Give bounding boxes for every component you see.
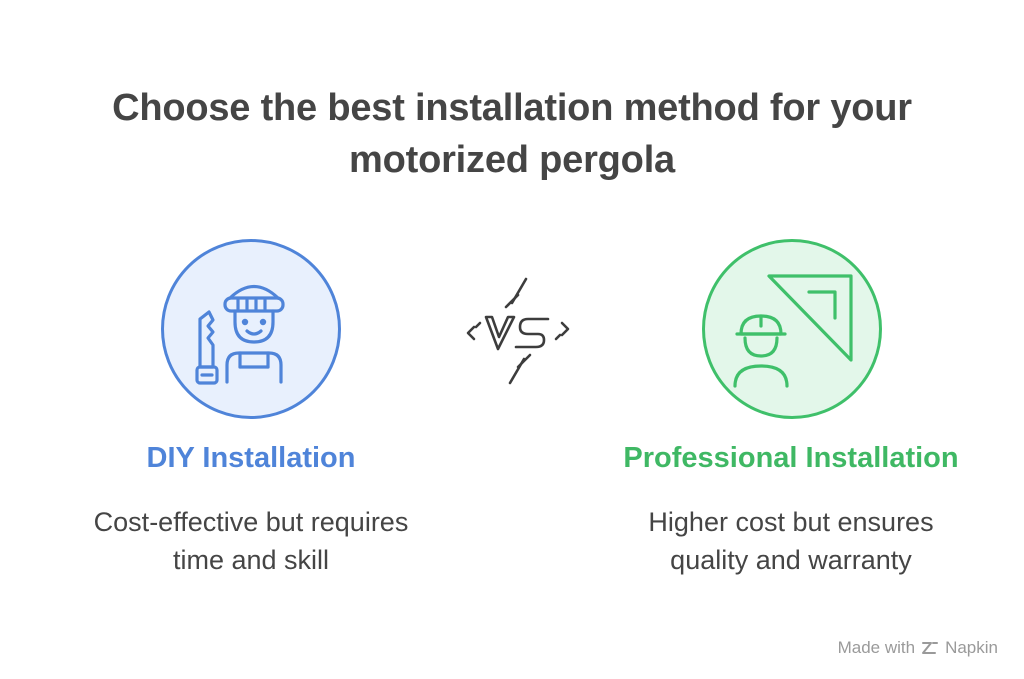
napkin-logo-icon [922,642,939,654]
title-line-1: Choose the best installation method for … [112,87,912,129]
made-with-napkin-footer[interactable]: Made with Napkin [838,638,998,658]
professional-description-line-2: quality and warranty [670,545,912,575]
professional-installation-label: Professional Installation [623,442,959,474]
professional-installation-description: Higher cost but ensures quality and warr… [570,503,1012,579]
page-title: Choose the best installation method for … [0,82,1024,186]
diy-description-line-1: Cost-effective but requires [93,507,409,537]
diy-installation-label: DIY Installation [146,442,356,474]
made-with-text: Made with [837,638,916,657]
professional-description-line-1: Higher cost but ensures [648,507,934,537]
napkin-brand-text: Napkin [945,638,998,657]
title-line-2: motorized pergola [349,139,675,181]
diy-icon-circle [161,239,341,419]
diy-installation-description: Cost-effective but requires time and ski… [30,503,472,579]
professional-icon-circle [702,239,882,419]
professional-engineer-icon [733,274,853,388]
diy-description-line-2: time and skill [172,545,330,575]
diy-worker-saw-icon [195,284,285,385]
versus-lightning-icon [466,277,570,390]
